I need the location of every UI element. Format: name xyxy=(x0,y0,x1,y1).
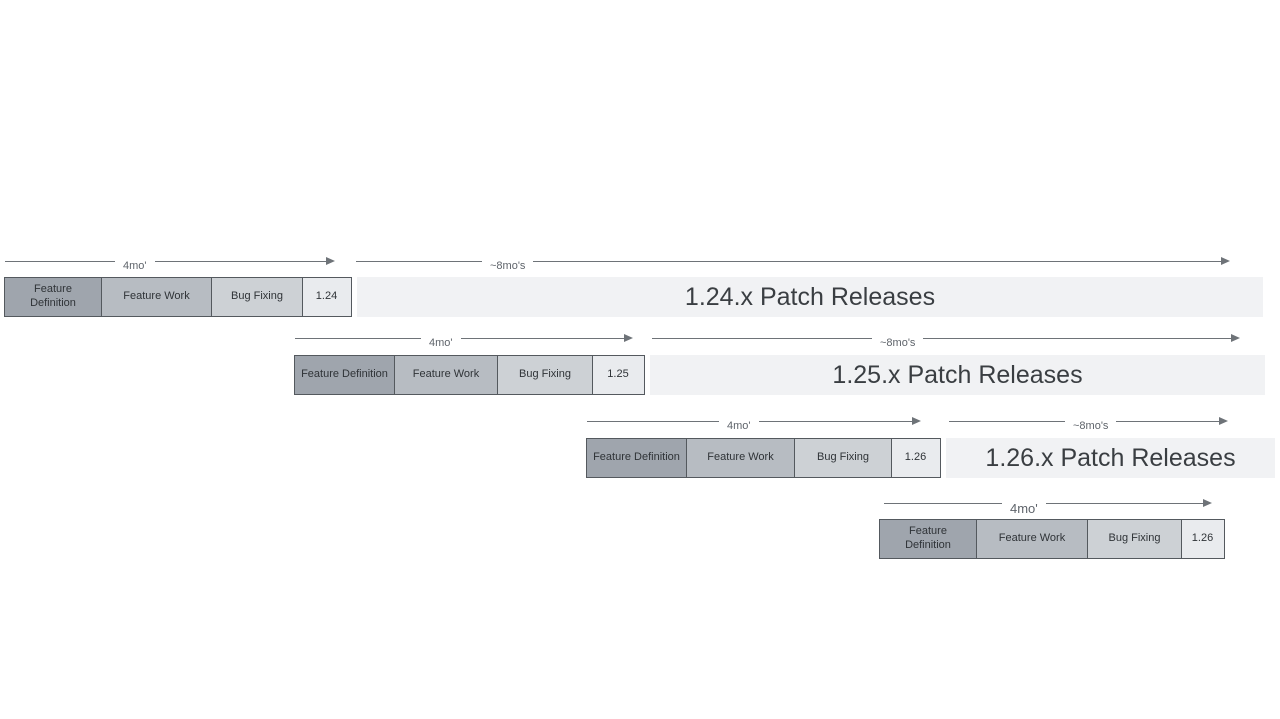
arrow-line xyxy=(949,420,1065,422)
dev-duration-arrow-1: 4mo' xyxy=(5,253,335,272)
arrow-line xyxy=(533,260,1222,262)
release-cycle-row-1-25: Feature Definition Feature Work Bug Fixi… xyxy=(294,355,645,395)
arrow-line xyxy=(758,420,913,422)
dev-duration-label: 4mo' xyxy=(429,337,453,349)
arrow-line xyxy=(1045,502,1204,504)
dev-duration-arrow-4: 4mo' xyxy=(884,495,1212,516)
arrowhead-icon xyxy=(912,417,921,425)
arrow-line xyxy=(295,337,421,339)
arrow-line xyxy=(356,260,482,262)
phase-bug-fixing: Bug Fixing xyxy=(794,438,892,478)
patch-duration-label: ~8mo's xyxy=(1073,420,1109,432)
phase-feature-definition: Feature Definition xyxy=(294,355,395,395)
dev-duration-label: 4mo' xyxy=(1010,500,1038,516)
version-box: 1.26 xyxy=(890,438,941,478)
release-cycle-row-1-26: Feature Definition Feature Work Bug Fixi… xyxy=(586,438,941,478)
patch-duration-label: ~8mo's xyxy=(490,260,526,272)
phase-feature-work: Feature Work xyxy=(975,519,1089,559)
version-box: 1.24 xyxy=(301,277,352,317)
version-box: 1.26 xyxy=(1180,519,1225,559)
patch-duration-arrow-2: ~8mo's xyxy=(652,330,1240,349)
phase-feature-work: Feature Work xyxy=(393,355,499,395)
arrow-line xyxy=(923,337,1232,339)
patch-releases-bar: 1.25.x Patch Releases xyxy=(650,355,1265,395)
patch-releases-bar: 1.26.x Patch Releases xyxy=(946,438,1275,478)
arrowhead-icon xyxy=(326,257,335,265)
arrowhead-icon xyxy=(1219,417,1228,425)
phase-feature-work: Feature Work xyxy=(685,438,796,478)
phase-feature-definition: Feature Definition xyxy=(586,438,687,478)
arrowhead-icon xyxy=(1221,257,1230,265)
phase-feature-definition: Feature Definition xyxy=(4,277,102,317)
patch-duration-arrow-1: ~8mo's xyxy=(356,253,1230,272)
release-cycle-row-1-24: Feature Definition Feature Work Bug Fixi… xyxy=(4,277,352,317)
version-box: 1.25 xyxy=(591,355,645,395)
patch-releases-bar: 1.24.x Patch Releases xyxy=(357,277,1263,317)
dev-duration-label: 4mo' xyxy=(123,260,147,272)
arrowhead-icon xyxy=(1231,334,1240,342)
arrowhead-icon xyxy=(1203,499,1212,507)
dev-duration-label: 4mo' xyxy=(727,420,751,432)
dev-duration-arrow-3: 4mo' xyxy=(587,413,921,432)
arrow-line xyxy=(652,337,872,339)
phase-bug-fixing: Bug Fixing xyxy=(1087,519,1182,559)
release-cycle-row-next: Feature Definition Feature Work Bug Fixi… xyxy=(879,519,1225,559)
arrow-line xyxy=(1116,420,1220,422)
phase-bug-fixing: Bug Fixing xyxy=(211,277,303,317)
arrow-line xyxy=(5,260,115,262)
phase-bug-fixing: Bug Fixing xyxy=(497,355,593,395)
patch-duration-arrow-3: ~8mo's xyxy=(949,413,1228,432)
arrow-line xyxy=(587,420,719,422)
arrow-line xyxy=(884,502,1002,504)
arrowhead-icon xyxy=(624,334,633,342)
arrow-line xyxy=(154,260,327,262)
patch-duration-label: ~8mo's xyxy=(880,337,916,349)
phase-feature-work: Feature Work xyxy=(100,277,213,317)
arrow-line xyxy=(460,337,625,339)
phase-feature-definition: Feature Definition xyxy=(879,519,977,559)
dev-duration-arrow-2: 4mo' xyxy=(295,330,633,349)
